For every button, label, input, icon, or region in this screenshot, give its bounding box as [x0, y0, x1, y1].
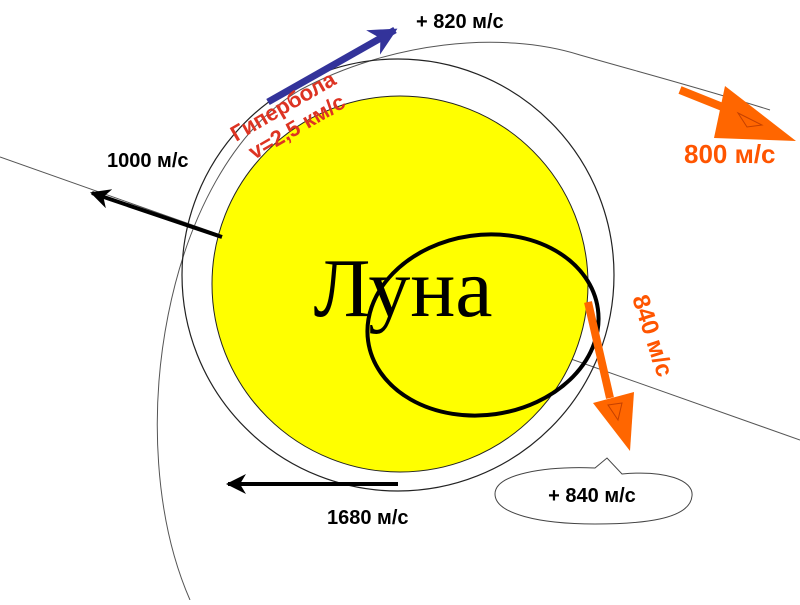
elliptical-orbit: [365, 232, 601, 418]
label-840-vertical: 840 м/с: [626, 292, 678, 381]
arrow-800: [678, 86, 796, 141]
moon-label: Луна: [313, 242, 492, 335]
arrow-hyperbola: [266, 26, 398, 106]
arrow-840: [584, 301, 634, 451]
label-820: + 820 м/с: [416, 11, 504, 33]
speech-bubble: [494, 457, 693, 525]
label-1000: 1000 м/с: [107, 150, 189, 172]
label-840-bubble: + 840 м/с: [548, 485, 636, 507]
label-1680: 1680 м/с: [327, 507, 409, 529]
circular-orbit: [181, 58, 615, 492]
label-800: 800 м/с: [684, 139, 776, 169]
hyperbola-trajectory: [156, 41, 771, 601]
arrow-1000: [90, 189, 223, 239]
